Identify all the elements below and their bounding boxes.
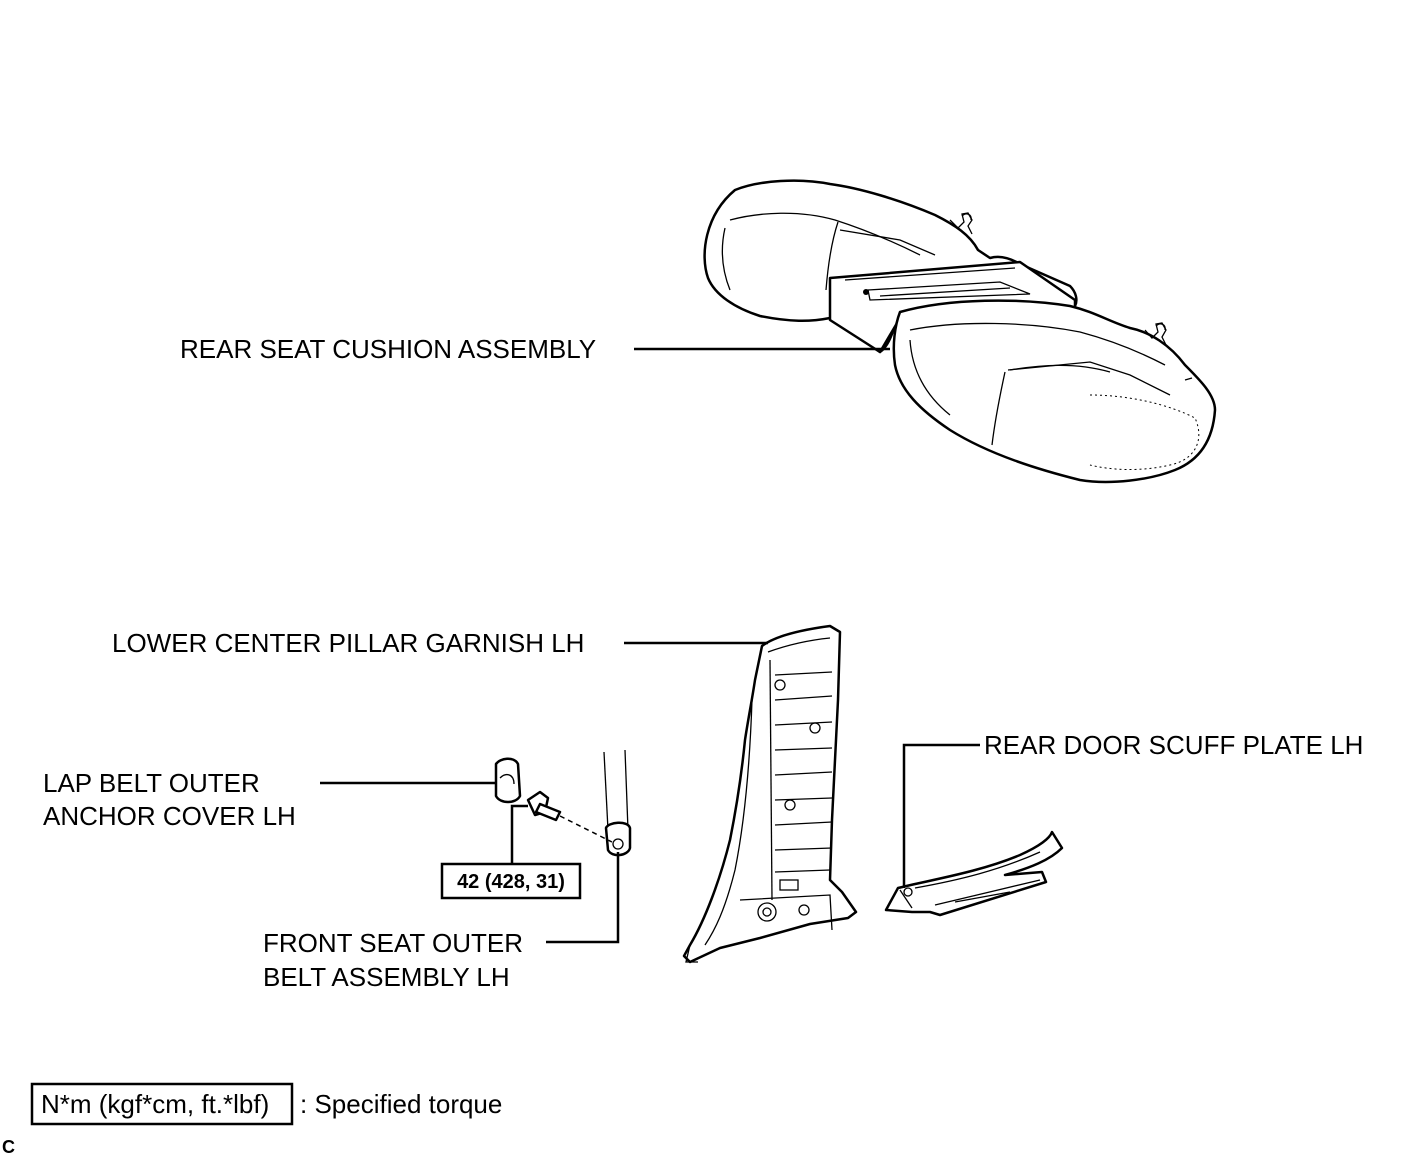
label-rear-door-scuff: REAR DOOR SCUFF PLATE LH	[984, 730, 1363, 760]
label-front-seat-belt-line2: BELT ASSEMBLY LH	[263, 962, 510, 992]
legend-description: : Specified torque	[300, 1089, 502, 1119]
corner-mark: C	[2, 1137, 15, 1157]
torque-spec-box: 42 (428, 31)	[440, 862, 582, 900]
bolt-install-path	[559, 815, 613, 843]
label-lap-belt-line1: LAP BELT OUTER	[43, 768, 260, 798]
lower-center-pillar-garnish	[682, 624, 858, 964]
torque-leader	[510, 804, 528, 864]
torque-value: 42 (428, 31)	[457, 871, 565, 893]
rear-door-scuff-plate	[884, 830, 1064, 917]
lap-belt-outer-anchor-cover	[494, 757, 522, 804]
rear-seat-cushion-assembly	[703, 179, 1217, 484]
front-seat-belt-leader	[546, 852, 620, 944]
legend-unit: N*m (kgf*cm, ft.*lbf)	[41, 1089, 269, 1119]
label-lap-belt-line2: ANCHOR COVER LH	[43, 801, 296, 831]
front-seat-outer-belt	[603, 749, 632, 857]
label-lower-center-pillar: LOWER CENTER PILLAR GARNISH LH	[112, 628, 584, 658]
torque-legend: N*m (kgf*cm, ft.*lbf) : Specified torque	[30, 1082, 502, 1126]
rear-door-scuff-leader	[902, 743, 980, 888]
label-rear-seat-cushion: REAR SEAT CUSHION ASSEMBLY	[180, 334, 596, 364]
bolt	[526, 790, 562, 822]
label-front-seat-belt-line1: FRONT SEAT OUTER	[263, 928, 523, 958]
